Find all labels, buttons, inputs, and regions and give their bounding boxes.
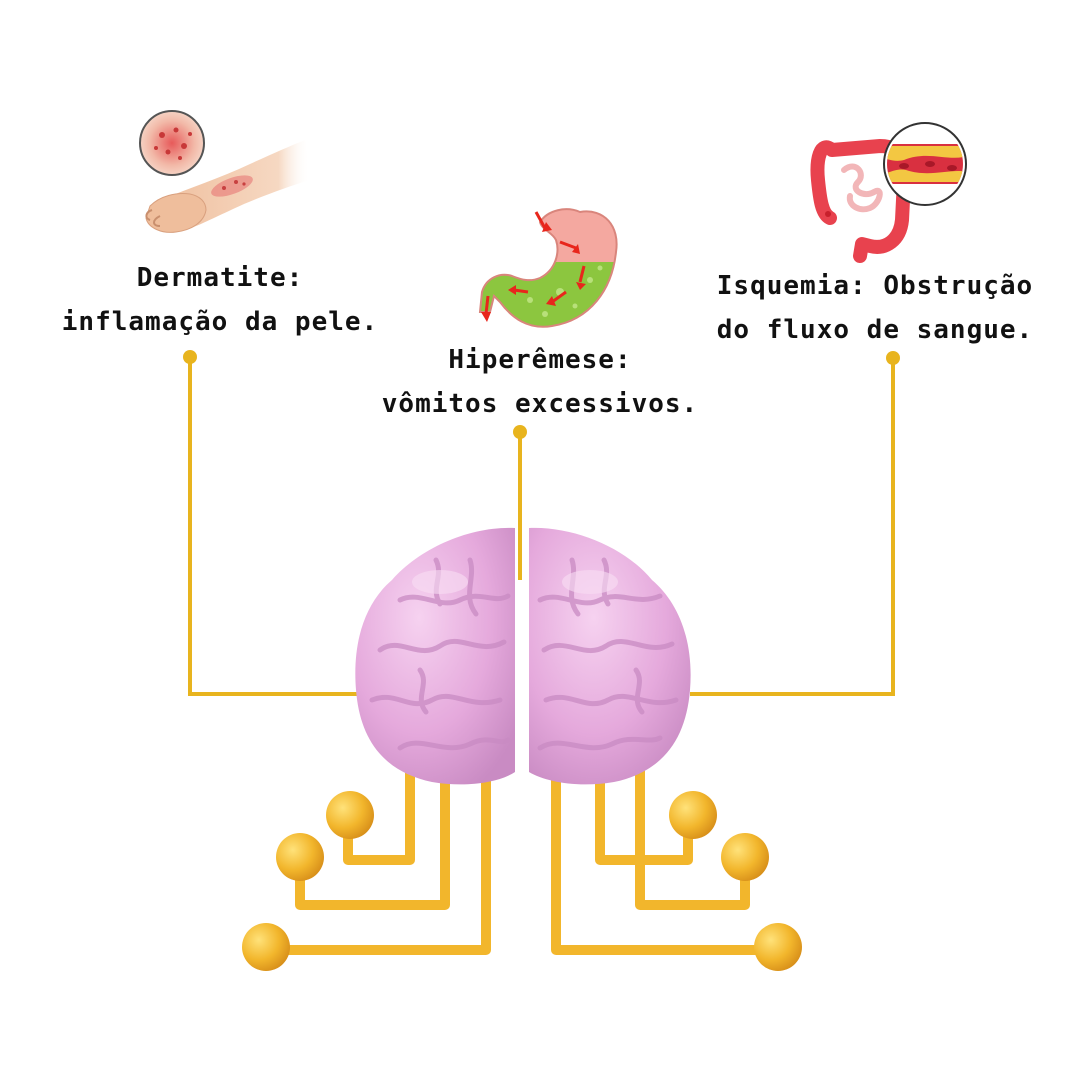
connector-hiperemese <box>513 425 527 580</box>
connector-dermatite <box>183 350 360 696</box>
label-isquemia-desc: do fluxo de sangue. <box>716 315 1034 345</box>
label-isquemia-title: Isquemia: Obstrução <box>716 271 1034 301</box>
label-isquemia: Isquemia: Obstrução do fluxo de sangue. <box>680 264 1070 352</box>
label-hiperemese: Hiperêmese: vômitos excessivos. <box>340 338 740 426</box>
connector-isquemia <box>690 351 900 696</box>
circuit-nodes <box>242 791 802 971</box>
label-dermatite-desc: inflamação da pele. <box>61 307 379 337</box>
intestine-artery-icon <box>810 122 967 263</box>
stomach-icon <box>478 208 618 328</box>
label-hiperemese-desc: vômitos excessivos. <box>381 389 699 419</box>
brain-circuit-icon <box>355 527 691 785</box>
label-dermatite: Dermatite: inflamação da pele. <box>20 256 420 344</box>
label-dermatite-title: Dermatite: <box>136 263 304 293</box>
arm-rash-icon <box>139 110 310 233</box>
label-hiperemese-title: Hiperêmese: <box>448 345 632 375</box>
